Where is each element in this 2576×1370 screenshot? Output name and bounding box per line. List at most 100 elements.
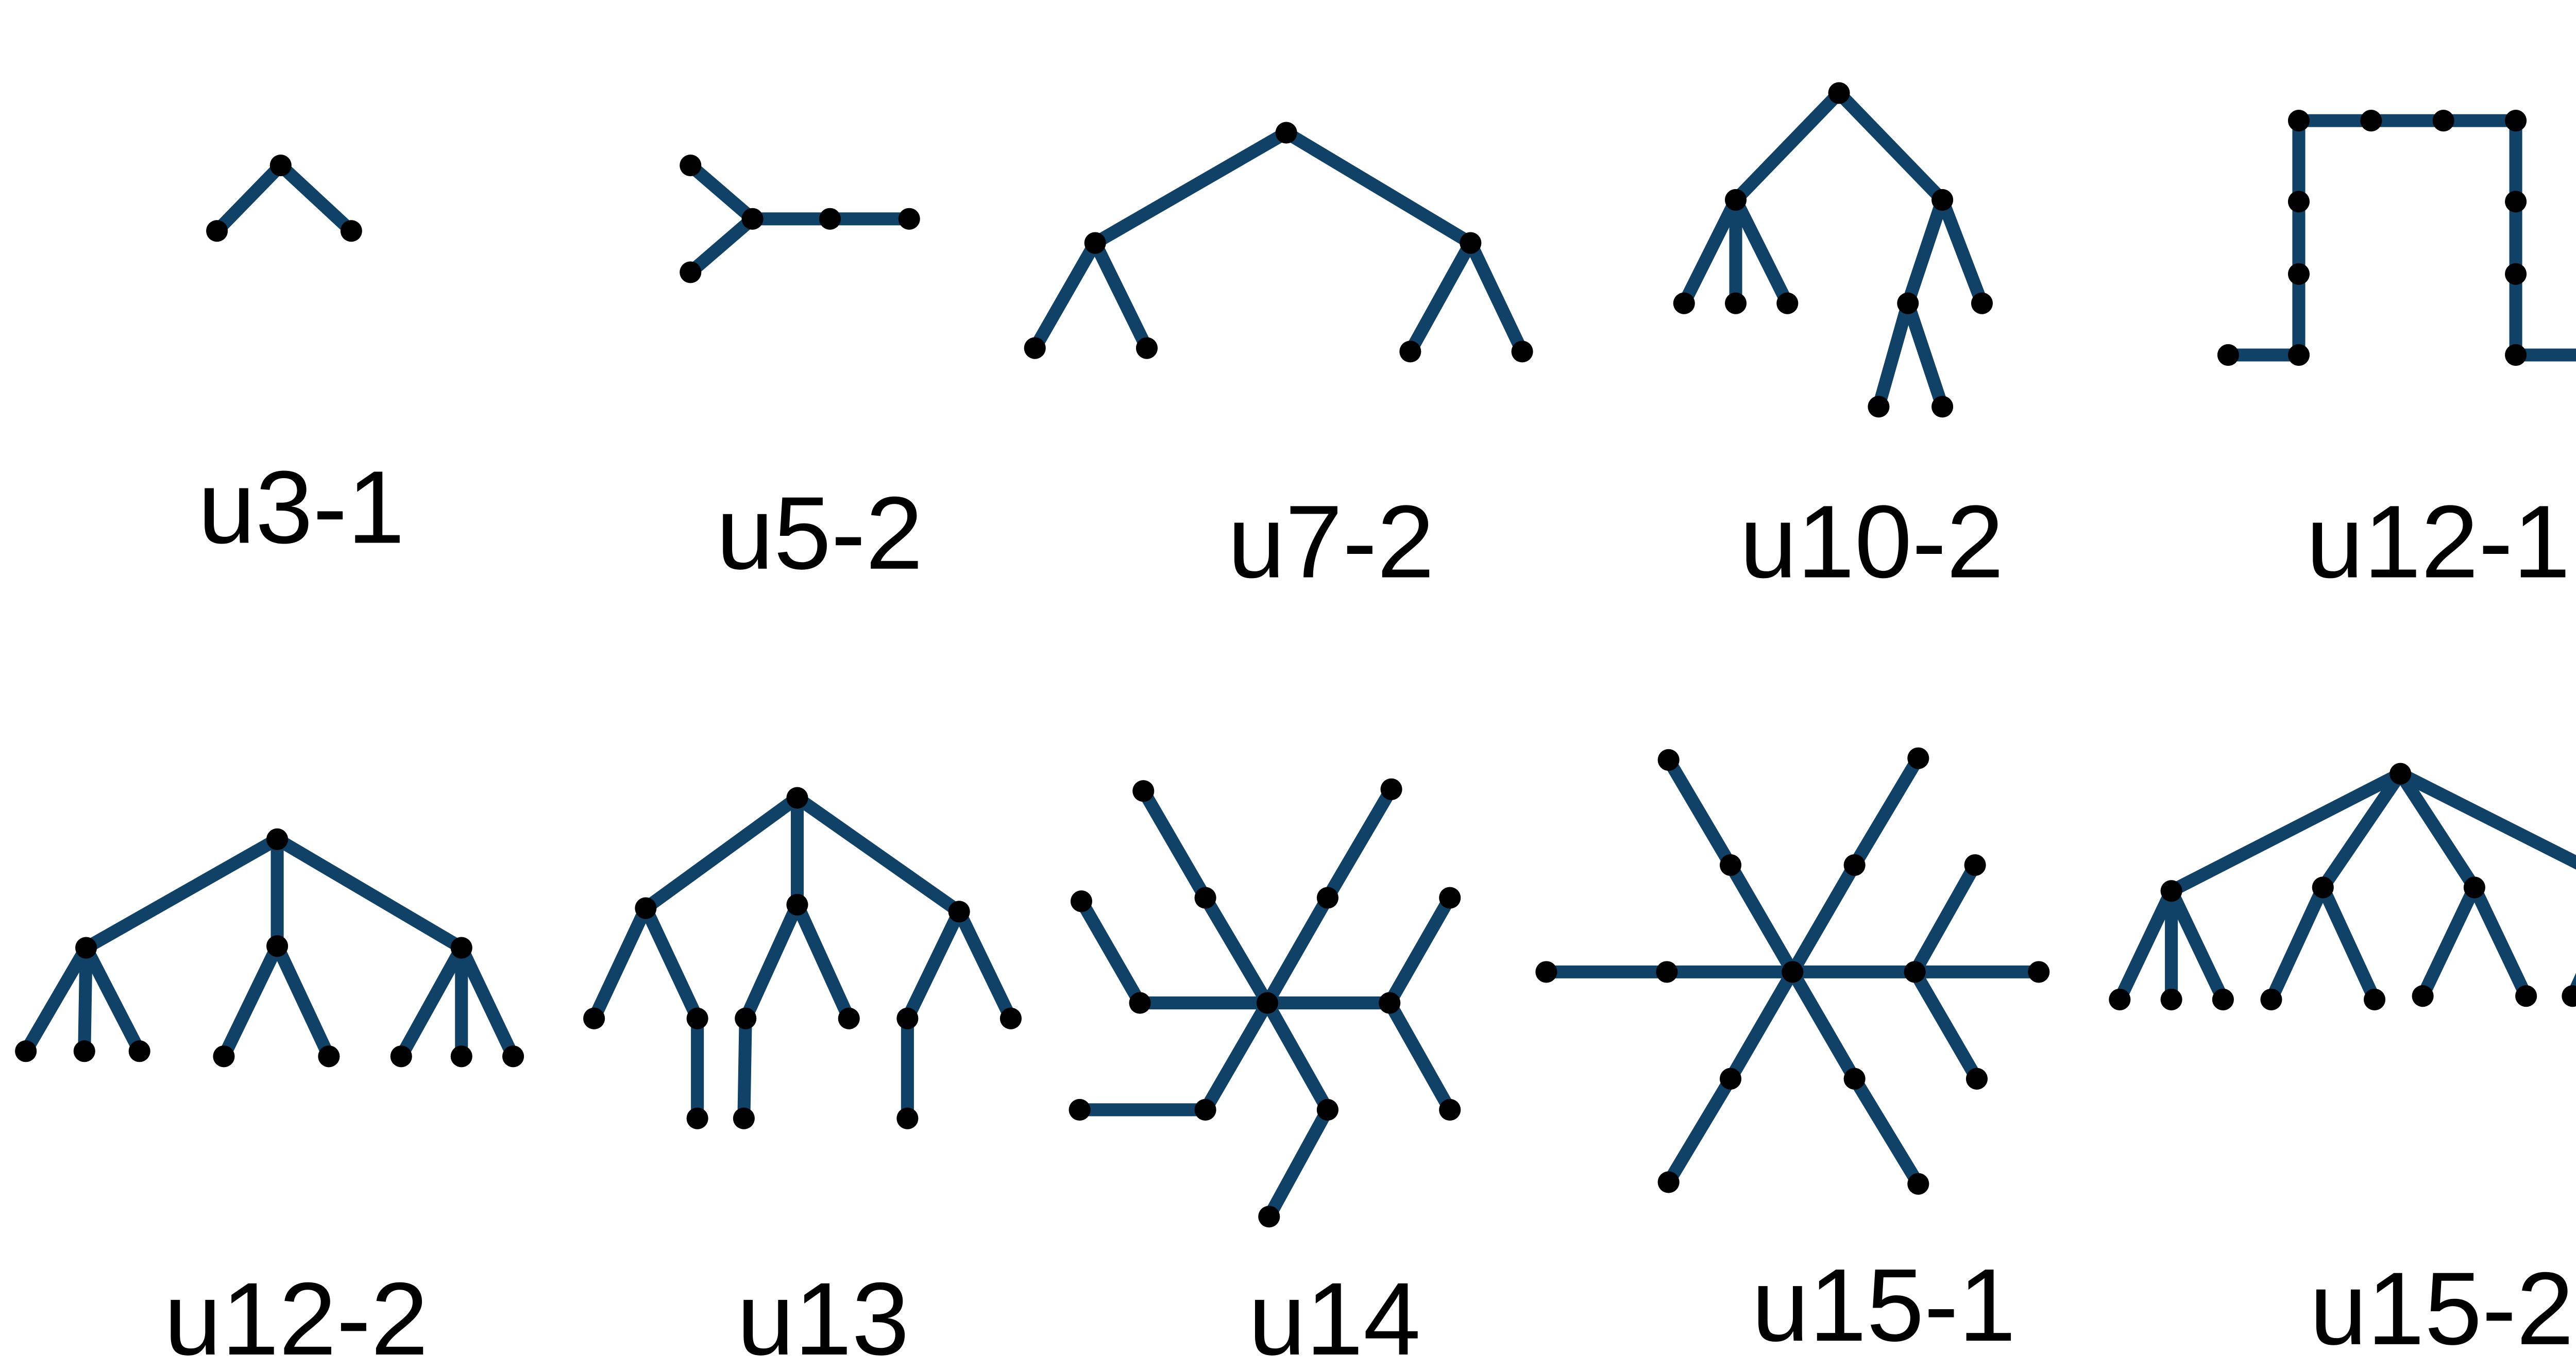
tree-node bbox=[2562, 985, 2576, 1007]
tree-edge bbox=[1199, 996, 1274, 1117]
tree-edge bbox=[2566, 973, 2576, 1003]
tree-node bbox=[2312, 876, 2334, 899]
tree-node bbox=[1129, 992, 1151, 1014]
tree-edge bbox=[1872, 297, 1914, 413]
tree-edge bbox=[2416, 881, 2481, 1003]
tree-edge bbox=[1261, 996, 1334, 1117]
tree-node bbox=[898, 208, 920, 230]
tree-edge bbox=[1089, 126, 1293, 250]
tree-edge bbox=[1901, 297, 1949, 413]
tree-node bbox=[15, 1040, 37, 1062]
tree-u7-2: u7-2 bbox=[1024, 122, 1533, 599]
tree-node bbox=[1657, 1171, 1680, 1193]
tree-edge bbox=[79, 833, 284, 955]
tree-node bbox=[1724, 292, 1747, 314]
tree-u12-2: u12-2 bbox=[15, 828, 524, 1370]
tree-u3-1: u3-1 bbox=[198, 155, 405, 565]
tree-node bbox=[1084, 232, 1106, 254]
tree-node bbox=[896, 1007, 919, 1029]
tree-edge bbox=[1729, 87, 1846, 207]
tree-node bbox=[1132, 780, 1155, 802]
tree-node bbox=[1316, 1098, 1338, 1121]
tree-edge bbox=[737, 1012, 752, 1125]
tree-node bbox=[266, 828, 289, 850]
tree-node bbox=[583, 1007, 605, 1029]
tree-node bbox=[2505, 344, 2527, 366]
tree-edge bbox=[2165, 884, 2230, 1006]
tree-node bbox=[1719, 854, 1742, 876]
tree-node bbox=[741, 208, 764, 230]
tree-edge bbox=[2394, 767, 2576, 870]
tree-node bbox=[2212, 988, 2234, 1010]
tree-edge bbox=[587, 902, 652, 1025]
tree-edge bbox=[1936, 193, 1989, 310]
tree-node bbox=[2505, 191, 2527, 213]
tree-node bbox=[1275, 122, 1297, 144]
tree-edge bbox=[1724, 858, 1799, 978]
tree-node bbox=[1379, 992, 1401, 1014]
tree-node bbox=[213, 1045, 235, 1068]
tree-node bbox=[635, 897, 657, 919]
tree-edge bbox=[639, 791, 804, 915]
tree-edge bbox=[2316, 767, 2407, 894]
tree-edge bbox=[2394, 767, 2481, 894]
tree-label-u7-2: u7-2 bbox=[1228, 483, 1434, 599]
tree-node bbox=[680, 261, 702, 283]
tree-label-u3-1: u3-1 bbox=[198, 449, 404, 565]
tree-edge bbox=[684, 212, 759, 279]
tree-edge bbox=[1089, 236, 1154, 355]
tree-node bbox=[2217, 344, 2239, 366]
tree-edge bbox=[1848, 752, 1925, 872]
tree-u5-2: u5-2 bbox=[680, 155, 923, 591]
tree-node bbox=[1904, 961, 1926, 983]
tree-node bbox=[1843, 854, 1866, 876]
tree-node bbox=[1964, 854, 1986, 876]
tree-node bbox=[1136, 337, 1158, 359]
tree-node bbox=[318, 1045, 340, 1068]
tree-edge bbox=[1724, 965, 1799, 1086]
tree-node bbox=[1907, 747, 1929, 769]
tree-node bbox=[1931, 396, 1954, 418]
tree-node bbox=[1070, 890, 1093, 912]
tree-node bbox=[1657, 749, 1680, 771]
tree-edge bbox=[1662, 1072, 1737, 1189]
tree-label-u12-1: u12-1 bbox=[2306, 483, 2570, 599]
tree-edge bbox=[210, 159, 287, 238]
tree-edge bbox=[739, 898, 804, 1025]
tree-node bbox=[269, 155, 292, 177]
tree-node bbox=[1399, 341, 1421, 363]
tree-edge bbox=[78, 941, 93, 1058]
tree-node bbox=[1194, 1098, 1216, 1121]
tree-edge bbox=[2468, 881, 2533, 1003]
tree-node bbox=[2389, 763, 2412, 785]
tree-node bbox=[1024, 337, 1046, 359]
tree-edge bbox=[1901, 193, 1949, 310]
tree-label-u10-2: u10-2 bbox=[1740, 483, 2004, 599]
tree-edge bbox=[2316, 881, 2381, 1006]
tree-node bbox=[1843, 1068, 1866, 1090]
tree-edge bbox=[790, 791, 966, 918]
tree-node bbox=[1673, 292, 1695, 314]
tree-label-u12-2: u12-2 bbox=[164, 1261, 428, 1370]
tree-edge bbox=[953, 905, 1018, 1025]
tree-node bbox=[1656, 961, 1678, 983]
tree-edge bbox=[2165, 767, 2407, 898]
tree-edge bbox=[1321, 783, 1398, 905]
tree-edge bbox=[2113, 884, 2178, 1006]
tree-node bbox=[2160, 988, 2182, 1010]
tree-node bbox=[2287, 191, 2310, 213]
tree-node bbox=[2363, 988, 2386, 1010]
tree-node bbox=[733, 1107, 755, 1129]
tree-node bbox=[2160, 880, 2182, 902]
tree-edge bbox=[217, 939, 284, 1063]
tree-node bbox=[1907, 1173, 1929, 1195]
tree-node bbox=[450, 1045, 472, 1068]
tree-node bbox=[340, 220, 362, 242]
tree-node bbox=[838, 1007, 860, 1029]
tree-node bbox=[896, 1107, 919, 1129]
tree-node bbox=[2505, 263, 2527, 285]
tree-node bbox=[819, 208, 841, 230]
tree-edge bbox=[1677, 193, 1742, 310]
tree-node bbox=[1868, 396, 1890, 418]
